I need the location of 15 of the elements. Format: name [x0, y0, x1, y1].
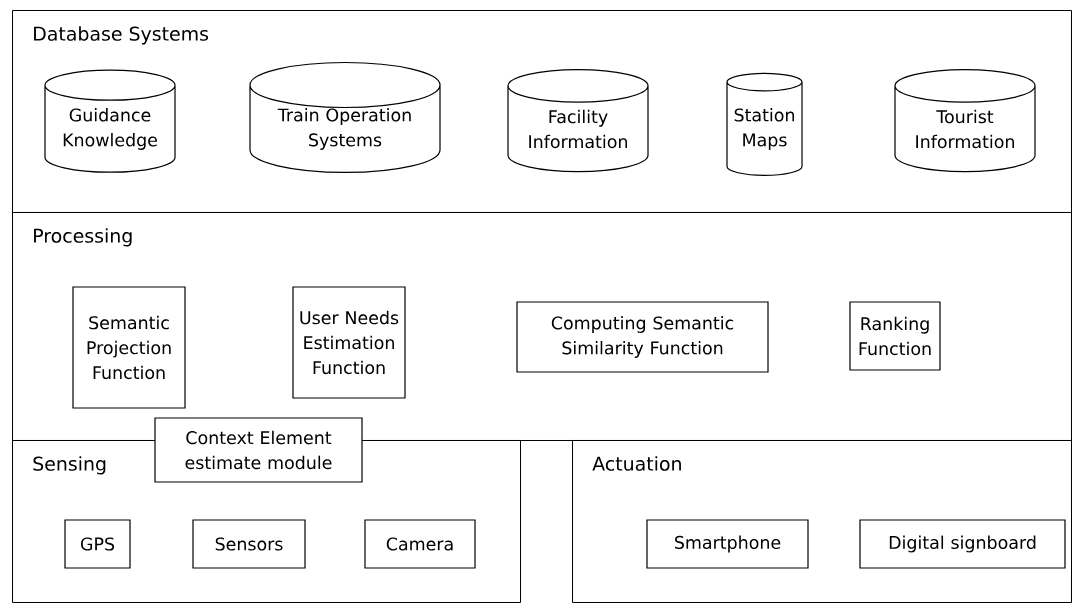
database-cylinder: Train Operation Systems — [249, 61, 441, 173]
function-box: GPS — [64, 519, 131, 569]
database-cylinder: Guidance Knowledge — [44, 69, 176, 173]
database-cylinder: Facility Information — [507, 68, 649, 173]
database-cylinder: Tourist Information — [894, 68, 1036, 173]
function-box: Semantic Projection Function — [72, 286, 186, 409]
function-box: Context Element estimate module — [154, 417, 363, 483]
function-box: Digital signboard — [859, 519, 1066, 569]
function-box: Sensors — [192, 519, 306, 569]
database-cylinder: Station Maps — [726, 72, 803, 176]
function-box: User Needs Estimation Function — [292, 286, 406, 399]
function-box: Camera — [364, 519, 476, 569]
function-box: Smartphone — [646, 519, 809, 569]
function-box: Ranking Function — [849, 301, 941, 371]
function-box: Computing Semantic Similarity Function — [516, 301, 769, 373]
